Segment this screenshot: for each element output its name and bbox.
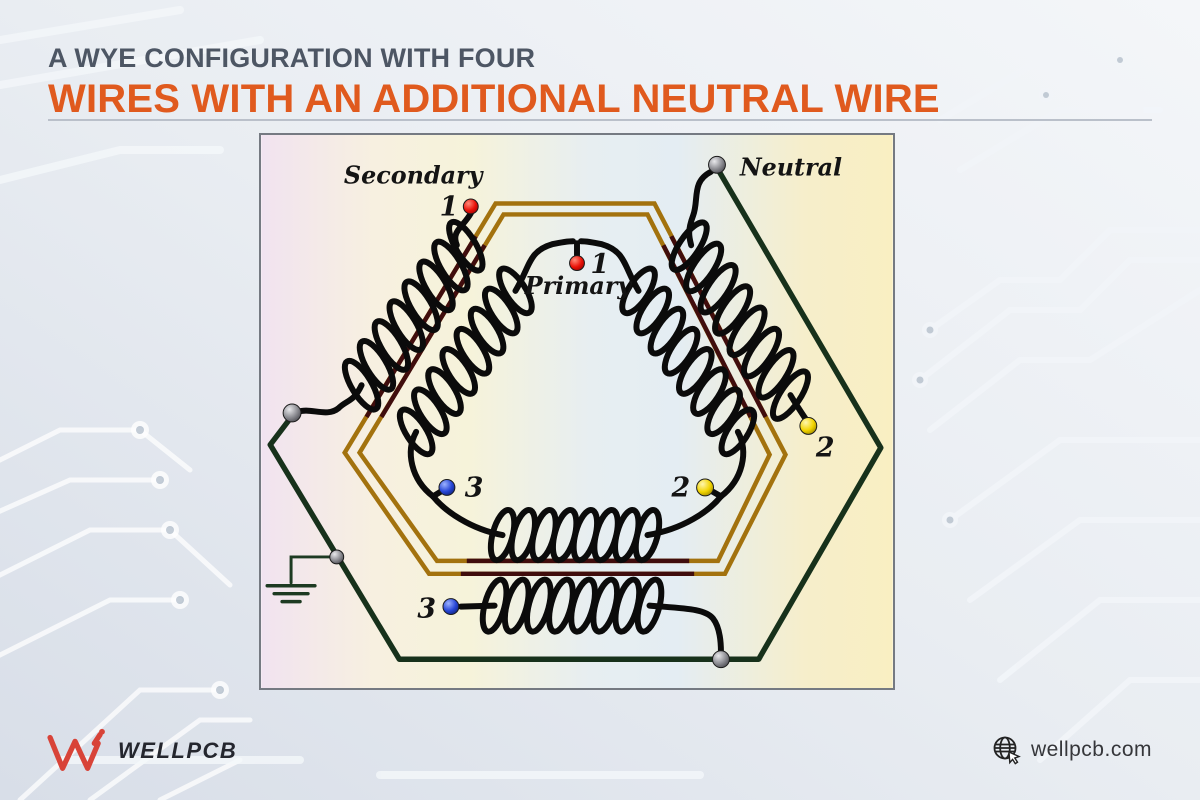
footer-website: wellpcb.com	[990, 734, 1152, 766]
terminal-label-secondary-1: 1	[440, 191, 459, 222]
label-neutral: Neutral	[739, 154, 842, 182]
terminal-dot-secondary-3	[442, 598, 460, 616]
title-line-2: WIRES WITH AN ADDITIONAL NEUTRAL WIRE	[48, 76, 940, 121]
header: A WYE CONFIGURATION WITH FOUR WIRES WITH…	[48, 43, 1158, 121]
neutral-wire-loop	[267, 165, 884, 662]
wellpcb-w-icon	[47, 728, 105, 771]
wiring-diagram: Secondary 1 Neutral 1 Primary 3 2 2 3	[261, 135, 893, 688]
winding-leads	[295, 168, 810, 656]
title-line-1: A WYE CONFIGURATION WITH FOUR	[48, 43, 536, 73]
website-link: wellpcb.com	[1030, 738, 1152, 761]
terminal-dot-secondary-2	[799, 416, 818, 435]
neutral-junction-bottom	[712, 650, 730, 669]
earth-ground-icon	[265, 555, 339, 604]
terminal-label-primary-1: 1	[591, 249, 610, 280]
neutral-junction-left	[282, 403, 302, 423]
brand-name: WELLPCB	[118, 738, 238, 763]
ground-junction-dot	[329, 549, 345, 565]
terminal-dot-primary-1	[569, 255, 585, 272]
globe-cursor-icon	[993, 736, 1021, 765]
terminal-label-primary-2: 2	[671, 472, 691, 503]
terminal-dot-secondary-1	[462, 198, 479, 215]
diagram-panel: Secondary 1 Neutral 1 Primary 3 2 2 3	[259, 133, 895, 690]
terminal-label-secondary-3: 3	[417, 594, 436, 625]
windings	[341, 218, 811, 635]
terminal-label-secondary-2: 2	[815, 433, 835, 464]
title-divider	[48, 119, 1152, 121]
label-primary: Primary	[524, 272, 634, 300]
terminal-label-primary-3: 3	[465, 472, 484, 503]
terminal-dot-primary-3	[438, 479, 456, 496]
footer-brand: WELLPCB	[46, 726, 237, 776]
label-secondary: Secondary	[344, 162, 485, 190]
neutral-terminal-dot	[708, 155, 726, 174]
terminal-dot-primary-2	[696, 478, 715, 497]
